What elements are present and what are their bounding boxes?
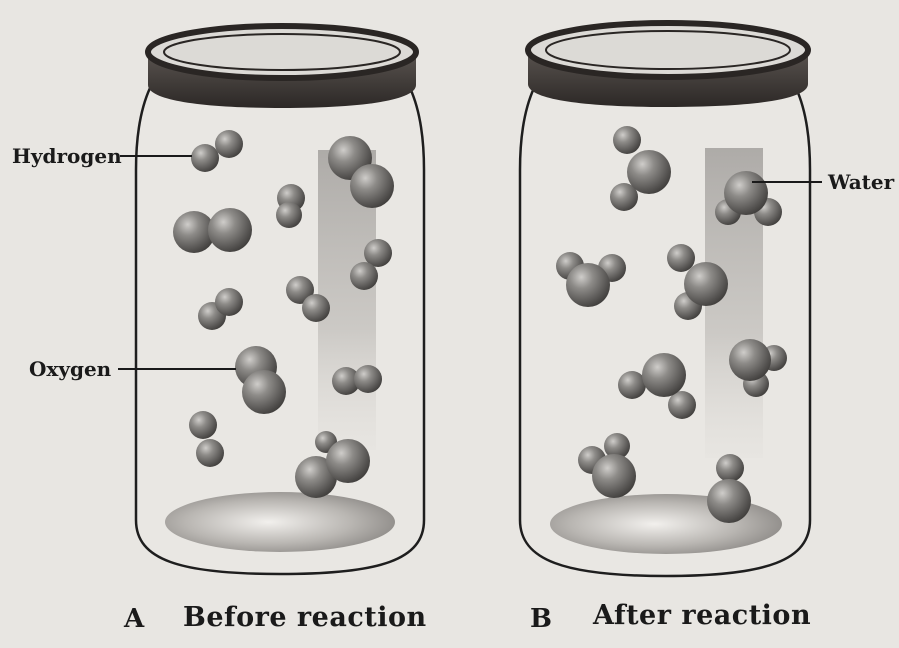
jar-b [520,23,822,576]
hydrogen-label: Hydrogen [12,144,122,168]
oxygen-label: Oxygen [29,357,111,381]
jar-b-caption: After reaction [593,600,811,631]
jar-a-caption-letter: A [124,604,144,634]
water-label: Water [828,170,894,194]
jar-b-caption-letter: B [530,604,552,634]
jar-a-caption: Before reaction [183,602,427,633]
jar-a-lid [148,26,416,108]
jar-a-bottom [165,492,395,552]
jar-a [118,26,424,574]
jar-b-lid [528,23,808,107]
